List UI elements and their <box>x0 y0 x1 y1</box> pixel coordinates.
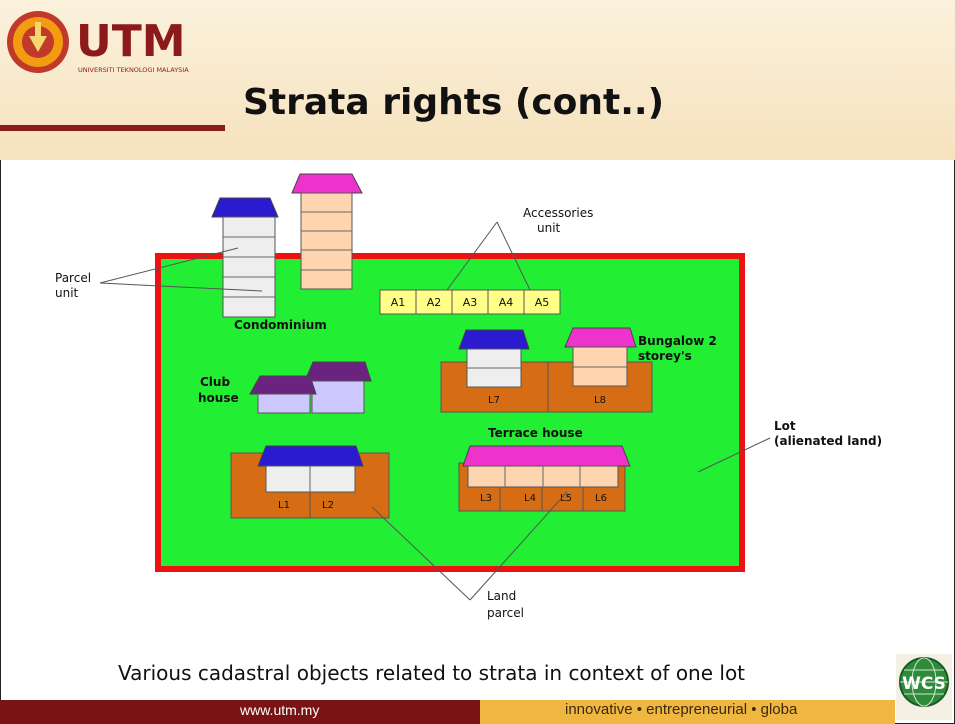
strata-diagram: Condominium Parcel unit Accessories unit… <box>55 173 882 620</box>
accessory-units: A1 A2 A3 A4 A5 <box>379 289 561 315</box>
house-parcels-l1-l2: L1 L2 <box>230 445 390 519</box>
terrace-house-label: Terrace house <box>488 426 583 440</box>
parcel-unit-label-2: unit <box>55 286 79 300</box>
accessory-a1: A1 <box>391 296 406 309</box>
club-house-label-2: house <box>198 391 239 405</box>
footer-tagline: innovative • entrepreneurial • globa <box>565 701 798 718</box>
footer-url[interactable]: www.utm.my <box>240 702 320 718</box>
parcel-l8: L8 <box>594 395 606 406</box>
accessory-a3: A3 <box>463 296 478 309</box>
parcel-l2: L2 <box>322 500 334 511</box>
parcel-l1: L1 <box>278 500 290 511</box>
footer-left-bar <box>0 700 480 724</box>
bungalow-label-2: storey's <box>638 349 692 363</box>
condominium-tower-1 <box>211 197 279 318</box>
condominium-label: Condominium <box>234 318 327 332</box>
utm-crest-icon <box>7 11 69 73</box>
diagram-caption: Various cadastral objects related to str… <box>118 661 746 685</box>
parcel-l4: L4 <box>524 493 536 504</box>
header-rule <box>0 125 225 131</box>
accessory-a5: A5 <box>535 296 550 309</box>
accessory-a4: A4 <box>499 296 514 309</box>
footer-right-bar <box>480 700 895 724</box>
globe-icon <box>899 657 949 707</box>
condo-body-2 <box>300 192 353 290</box>
header-background <box>0 0 955 160</box>
parcel-l7: L7 <box>488 395 500 406</box>
parcel-unit-label-1: Parcel <box>55 271 91 285</box>
bungalow-label-1: Bungalow 2 <box>638 334 717 348</box>
accessory-a2: A2 <box>427 296 442 309</box>
terrace-house: L3 L4 L5 L6 <box>458 445 631 512</box>
utm-brand-text: UTM <box>76 16 186 67</box>
bungalow-parcels: L7 L8 <box>440 327 653 413</box>
condo-body-1 <box>222 216 276 318</box>
condominium-tower-2 <box>291 173 363 290</box>
lot-label-2: (alienated land) <box>774 434 882 448</box>
condo-roof-blue <box>211 197 279 218</box>
land-parcel-label-1: Land <box>487 589 516 603</box>
parcel-l5: L5 <box>560 493 572 504</box>
parcel-l6: L6 <box>595 493 607 504</box>
accessories-unit-label-1: Accessories <box>523 206 593 220</box>
club-house-label-1: Club <box>200 375 230 389</box>
lot-label-1: Lot <box>774 419 796 433</box>
club-house <box>249 361 372 414</box>
parcel-l3: L3 <box>480 493 492 504</box>
wcs-text: WCS <box>902 674 946 694</box>
utm-logo: UTM UNIVERSITI TEKNOLOGI MALAYSIA <box>7 11 189 74</box>
accessories-unit-label-2: unit <box>537 221 561 235</box>
utm-subtitle-text: UNIVERSITI TEKNOLOGI MALAYSIA <box>78 66 189 74</box>
slide-title: Strata rights (cont..) <box>243 82 665 123</box>
wcs-logo: WCS <box>896 654 952 720</box>
condo-roof-magenta <box>291 173 363 194</box>
land-parcel-label-2: parcel <box>487 606 524 620</box>
